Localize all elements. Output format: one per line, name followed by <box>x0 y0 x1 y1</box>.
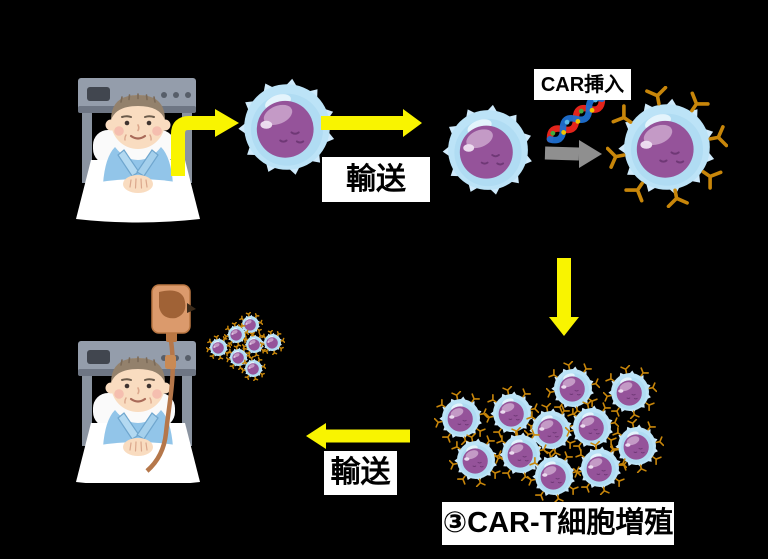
car-insertion-label-text: CAR挿入 <box>540 73 625 96</box>
infused-cell-cluster <box>200 305 290 385</box>
patient-in-bed-illustration <box>63 70 213 230</box>
car-t-cell-small-icon <box>223 321 249 352</box>
car-t-cell-icon <box>564 399 620 459</box>
transport-label-bottom: 輸送 <box>324 451 397 495</box>
car-t-cell-icon <box>602 364 658 424</box>
car-t-cell-icon <box>484 385 540 445</box>
car-t-cell-icon <box>448 432 504 492</box>
car-t-cell-icon <box>572 440 628 500</box>
car-t-cell-small-icon <box>205 334 231 365</box>
patient-in-bed-with-iv-illustration <box>63 283 213 488</box>
car-t-cell-icon <box>605 85 729 213</box>
car-t-cell-icon <box>609 418 665 478</box>
curved-yellow-arrow-icon <box>163 98 247 183</box>
car-t-cell-small-icon <box>241 331 267 362</box>
proliferation-label: ③CAR-T細胞増殖 <box>442 502 674 545</box>
car-t-cell-small-icon <box>237 311 263 342</box>
car-t-cell-icon <box>493 426 549 486</box>
transport-label-top: 輸送 <box>322 157 430 202</box>
right-gray-arrow-icon <box>541 135 605 178</box>
t-cell-icon <box>226 66 348 193</box>
car-t-cell-small-icon <box>240 355 266 386</box>
car-t-cell-icon <box>545 360 601 420</box>
car-t-cell-icon <box>523 402 579 462</box>
car-t-cell-small-icon <box>259 329 285 360</box>
transport-label-top-text: 輸送 <box>346 162 406 196</box>
left-yellow-arrow-icon <box>302 421 414 458</box>
car-t-cell-cluster <box>430 355 680 505</box>
proliferation-label-text: ③CAR-T細胞増殖 <box>442 507 674 539</box>
car-t-cell-icon <box>433 390 489 450</box>
t-cell-icon <box>431 93 545 212</box>
car-t-cell-small-icon <box>225 344 251 375</box>
car-t-cell-icon <box>526 448 582 508</box>
transport-label-bottom-text: 輸送 <box>330 456 391 489</box>
right-yellow-arrow-icon <box>318 105 426 146</box>
car-insertion-label: CAR挿入 <box>534 69 631 100</box>
down-yellow-arrow-icon <box>545 254 585 345</box>
